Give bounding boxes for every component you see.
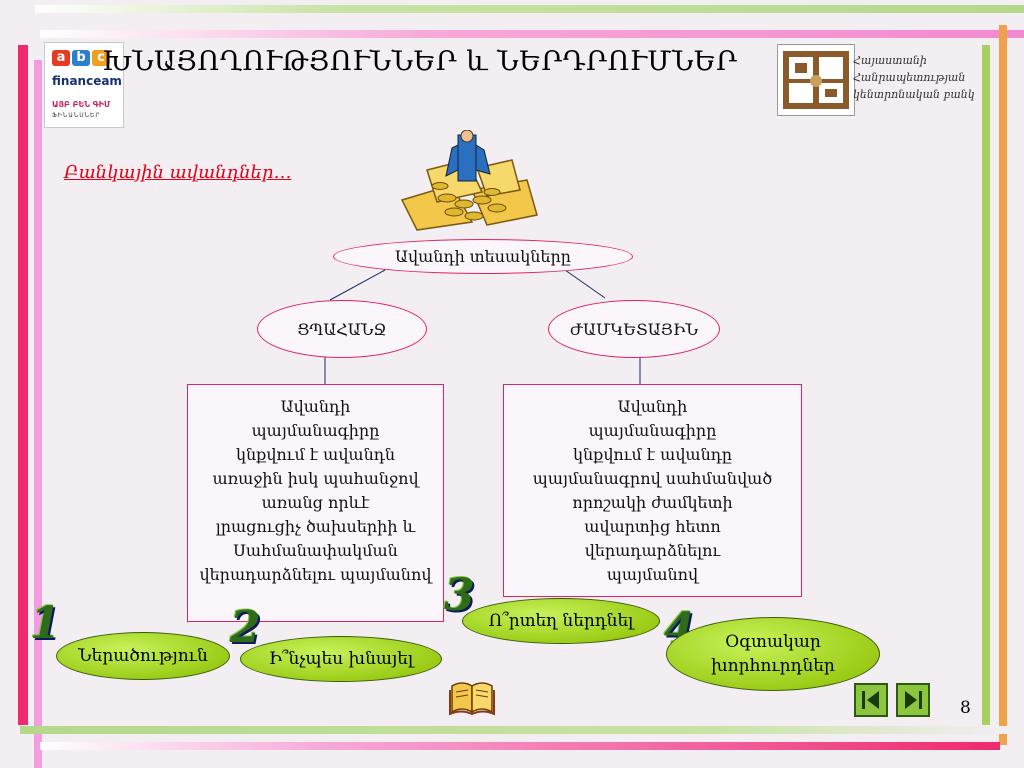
term-desc-line: որոշակի ժամկետի bbox=[572, 493, 733, 512]
logo-letter-c: c bbox=[92, 50, 110, 66]
nav-useful-tips-button[interactable]: Օգտակար խորհուրդներ bbox=[666, 617, 880, 691]
demand-desc-line: կնքվում է ավանդն bbox=[235, 445, 396, 464]
demand-desc-line: առաջին իսկ պահանջով bbox=[212, 469, 419, 488]
nav-introduction-button[interactable]: Ներածություն bbox=[56, 632, 230, 680]
logo-subtitle: ՖԻՆԱՆՍՆԵՐ bbox=[52, 112, 101, 119]
useful-tips-line-2: խորհուրդներ bbox=[711, 656, 835, 676]
prev-slide-button[interactable] bbox=[854, 683, 888, 717]
logo-tagline: ԱՅԲ ԲԵՆ ԳԻՄ bbox=[52, 100, 111, 109]
term-desc-line: պայմանագրով սահմանված bbox=[532, 469, 773, 488]
central-bank-logo bbox=[777, 44, 855, 116]
nav-number-1: 1 bbox=[30, 598, 61, 649]
next-arrow-icon bbox=[905, 691, 922, 709]
page-title: ԽՆԱՅՈՂՈՒԹՅՈՒՆՆԵՐ և ՆԵՐԴՐՈՒՄՆԵՐ bbox=[102, 46, 738, 77]
demand-desc-line: պայմանագիրը bbox=[251, 421, 380, 440]
logo-letter-b: b bbox=[72, 50, 90, 66]
left-red-stripe bbox=[18, 45, 28, 725]
nav-where-to-invest-button[interactable]: Ո՞րտեղ ներդնել bbox=[462, 598, 660, 644]
demand-deposit-description: Ավանդի պայմանագիրը կնքվում է ավանդն առաջ… bbox=[187, 384, 444, 622]
right-orange-stripe bbox=[999, 25, 1007, 745]
demand-desc-line: Սահմանափակման bbox=[233, 541, 398, 560]
central-bank-line-3: կենտրոնական բանկ bbox=[853, 88, 975, 101]
top-green-stripe bbox=[35, 5, 1024, 13]
term-deposit-node: ԺԱՄԿԵՏԱՅԻՆ bbox=[548, 300, 720, 358]
top-pink-stripe bbox=[40, 30, 1024, 38]
term-desc-line: Ավանդի bbox=[617, 397, 688, 416]
demand-desc-line: վերադարձնելու պայմանով bbox=[199, 565, 432, 584]
term-deposit-description: Ավանդի պայմանագիրը կնքվում է ավանդը պայմ… bbox=[503, 384, 802, 597]
central-bank-emblem-icon bbox=[783, 51, 849, 109]
term-desc-line: կնքվում է ավանդը bbox=[572, 445, 733, 464]
logo-brand: financeam bbox=[52, 74, 122, 88]
money-pile-icon bbox=[400, 130, 538, 231]
prev-arrow-icon bbox=[862, 691, 879, 709]
bank-deposits-link[interactable]: Բանկային ավանդներ… bbox=[64, 162, 292, 183]
demand-desc-line: առանց որևէ bbox=[261, 493, 370, 512]
book-icon[interactable] bbox=[448, 676, 496, 716]
next-slide-button[interactable] bbox=[896, 683, 930, 717]
right-green-stripe bbox=[982, 45, 990, 725]
term-desc-line: վերադարձնելու bbox=[584, 541, 721, 560]
term-desc-line: պայմանագիրը bbox=[588, 421, 717, 440]
logo-letter-a: a bbox=[52, 50, 70, 66]
left-pink-stripe bbox=[34, 60, 42, 768]
nav-how-to-save-button[interactable]: Ի՞նչպես խնայել bbox=[240, 636, 442, 682]
term-desc-line: ավարտից հետո bbox=[584, 517, 721, 536]
central-bank-name: Հայաստանի Հանրապետության կենտրոնական բան… bbox=[853, 52, 975, 103]
deposit-types-node: Ավանդի տեսակները bbox=[333, 239, 633, 274]
nav-number-2: 2 bbox=[230, 602, 261, 653]
demand-desc-line: Ավանդի bbox=[280, 397, 351, 416]
central-bank-line-2: Հանրապետության bbox=[853, 71, 966, 84]
demand-desc-line: լրացուցիչ ծախսերիի և bbox=[215, 517, 416, 536]
page-number: 8 bbox=[960, 698, 971, 718]
demand-deposit-node: ՑՊԱՀԱՆՋ bbox=[257, 300, 427, 358]
useful-tips-line-1: Օգտակար bbox=[725, 632, 821, 652]
bottom-green-stripe bbox=[20, 726, 1010, 734]
bottom-red-stripe bbox=[40, 742, 1000, 750]
term-desc-line: պայմանով bbox=[606, 565, 699, 584]
central-bank-line-1: Հայաստանի bbox=[853, 54, 927, 67]
